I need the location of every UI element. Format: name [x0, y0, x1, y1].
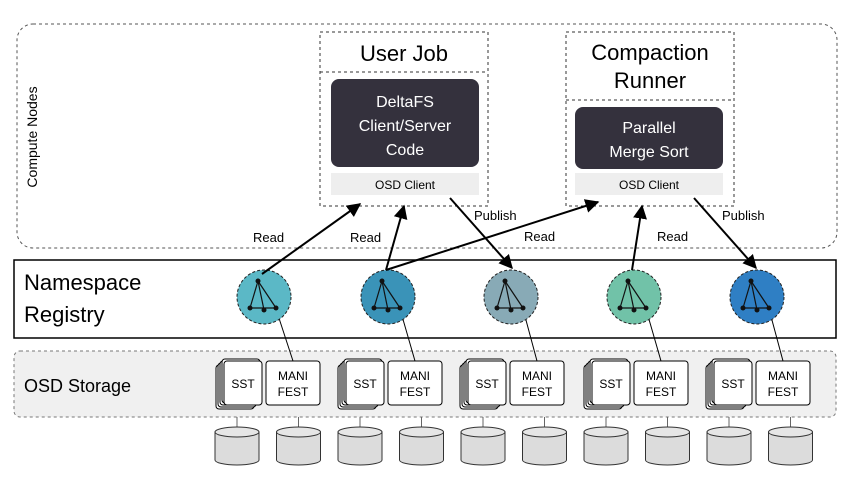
publish-arrow-1 — [449, 197, 513, 270]
manifest-label-line1: MANI — [768, 369, 798, 383]
compaction-runner-title-line2: Runner — [614, 68, 686, 93]
disk-icon — [460, 417, 506, 466]
merge-sort-line1: Parallel — [622, 120, 675, 137]
compaction-runner-title-line1: Compaction — [591, 40, 708, 65]
sst-label: SST — [231, 377, 255, 391]
storage-group: SST MANI FEST — [215, 358, 321, 410]
merge-sort-line2: Merge Sort — [609, 144, 689, 161]
manifest-label-line2: FEST — [646, 385, 677, 399]
disk-icon — [522, 417, 567, 466]
merge-sort-box — [575, 107, 723, 169]
tree-icon — [617, 278, 649, 313]
sst-label: SST — [353, 377, 377, 391]
read-arrow-3 — [385, 199, 600, 271]
publish-label-2: Publish — [722, 208, 765, 223]
sst-label: SST — [599, 377, 623, 391]
sst-file — [345, 360, 385, 406]
disk-icon — [337, 417, 383, 466]
sst-label: SST — [721, 377, 745, 391]
disk-icon — [645, 417, 690, 466]
disks — [214, 417, 813, 466]
deltafs-code-line2: Client/Server — [359, 118, 452, 135]
deltafs-code-box — [331, 79, 479, 167]
manifest-label-line2: FEST — [278, 385, 309, 399]
storage-group: SST MANI FEST — [705, 358, 811, 410]
sst-label: SST — [475, 377, 499, 391]
sst-file — [467, 360, 507, 406]
storage-groups: SST MANI FEST SST MANI FEST SST MANI FEST SST MANI… — [215, 358, 811, 410]
user-job-osd-client-label: OSD Client — [375, 178, 436, 192]
tree-icon — [371, 278, 403, 313]
read-label-4: Read — [657, 229, 688, 244]
compaction-osd-client-label: OSD Client — [619, 178, 680, 192]
disk-icon — [583, 417, 629, 466]
storage-group: SST MANI FEST — [337, 358, 443, 410]
registry-node — [483, 269, 539, 325]
publish-arrow-2 — [693, 197, 757, 270]
registry-node — [360, 269, 416, 325]
compute-nodes-label: Compute Nodes — [24, 86, 40, 187]
sst-file — [591, 360, 631, 406]
arrows — [261, 197, 757, 275]
disk-icon — [276, 417, 321, 466]
read-label-3: Read — [524, 229, 555, 244]
namespace-registry-line2: Registry — [24, 302, 105, 327]
osd-storage-label: OSD Storage — [24, 376, 131, 396]
tree-icon — [494, 278, 526, 313]
namespace-registry-line1: Namespace — [24, 270, 141, 295]
compute-nodes-region: Compute Nodes — [16, 23, 838, 249]
read-label-2: Read — [350, 230, 381, 245]
read-arrow-4 — [631, 204, 647, 271]
registry-node — [729, 269, 785, 325]
manifest-label-line2: FEST — [400, 385, 431, 399]
sst-file — [713, 360, 753, 406]
registry-node — [606, 269, 662, 325]
read-arrow-2 — [385, 204, 408, 271]
namespace-registry-band: Namespace Registry — [13, 259, 837, 339]
read-label-1: Read — [253, 230, 284, 245]
read-arrow-1 — [261, 203, 362, 275]
disk-icon — [214, 417, 260, 466]
tree-icon — [247, 278, 279, 313]
disk-icon — [768, 417, 813, 466]
registry-nodes — [236, 269, 785, 325]
user-job-osd-client — [331, 173, 479, 195]
registry-node — [236, 269, 292, 325]
arrow-labels: Read Read Read Read Publish Publish — [253, 208, 765, 245]
storage-group: SST MANI FEST — [459, 358, 565, 410]
manifest-label-line2: FEST — [522, 385, 553, 399]
storage-group: SST MANI FEST — [583, 358, 689, 410]
disk-icon — [399, 417, 444, 466]
manifest-label-line1: MANI — [646, 369, 676, 383]
user-job-title: User Job — [360, 41, 448, 66]
manifest-label-line1: MANI — [400, 369, 430, 383]
sst-file — [223, 360, 263, 406]
user-job-box: User Job DeltaFS Client/Server Code OSD … — [319, 31, 489, 207]
compaction-runner-box: Compaction Runner Parallel Merge Sort OS… — [565, 31, 735, 207]
manifest-label-line1: MANI — [278, 369, 308, 383]
publish-label-1: Publish — [474, 208, 517, 223]
deltafs-code-line1: DeltaFS — [376, 94, 434, 111]
compaction-osd-client — [575, 173, 723, 195]
manifest-label-line2: FEST — [768, 385, 799, 399]
disk-icon — [706, 417, 752, 466]
deltafs-code-line3: Code — [386, 142, 424, 159]
tree-icon — [740, 278, 772, 313]
manifest-label-line1: MANI — [522, 369, 552, 383]
